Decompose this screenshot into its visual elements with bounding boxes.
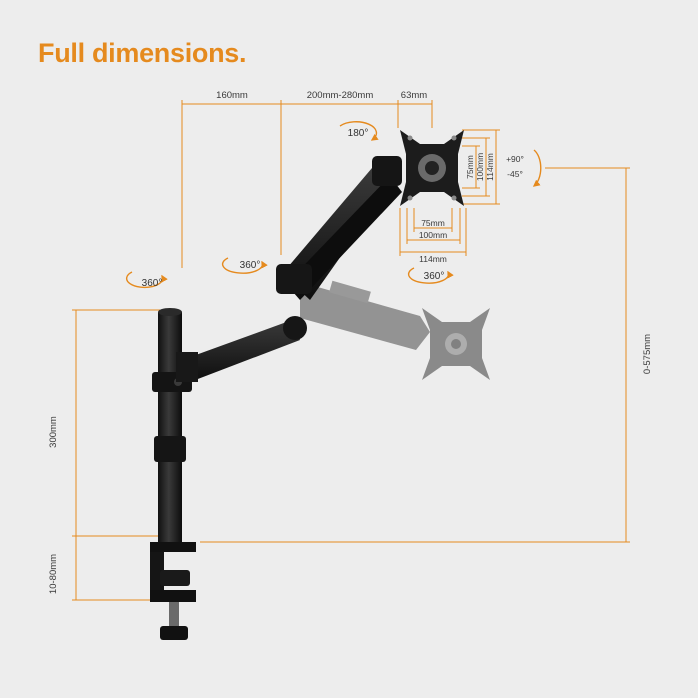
tilt-down-label: -45° <box>507 169 523 179</box>
rotation-screen-label: 180° <box>348 128 369 139</box>
dim-160: 160mm <box>216 90 248 101</box>
desk-clamp <box>150 542 196 640</box>
dim-63: 63mm <box>401 90 427 101</box>
rotation-pole-label: 360° <box>142 278 163 289</box>
vesa-horizontal-lines <box>399 208 467 256</box>
rotation-head-label: 360° <box>424 271 445 282</box>
vesa-v-75: 75mm <box>465 155 475 179</box>
vesa-v-100: 100mm <box>475 153 485 181</box>
vesa-v-114: 114mm <box>485 153 495 181</box>
vesa-plate <box>400 130 464 206</box>
dim-height: 0-575mm <box>642 334 653 374</box>
page-title: Full dimensions. <box>38 38 247 68</box>
vesa-vertical-lines <box>462 129 500 205</box>
lower-arm <box>176 316 307 382</box>
dimension-lines <box>72 100 630 601</box>
rotation-icon-arm: 360° <box>221 257 268 274</box>
rotation-icon-pole: 360° <box>125 271 168 289</box>
tilt-icon: +90° -45° <box>506 149 542 187</box>
vesa-h-75: 75mm <box>421 218 445 228</box>
vesa-h-114: 114mm <box>419 254 447 264</box>
dim-300: 300mm <box>48 416 59 448</box>
rotation-arm-label: 360° <box>240 260 261 271</box>
rotation-icon-screen: 180° <box>339 121 379 141</box>
arm-ghost-position <box>300 280 490 380</box>
gas-spring-arm <box>276 156 402 300</box>
tilt-up-label: +90° <box>506 154 524 164</box>
mount-pole <box>152 308 192 542</box>
dim-clamp: 10-80mm <box>48 554 59 594</box>
rotation-icon-head: 360° <box>407 267 454 284</box>
dim-200-280: 200mm-280mm <box>307 90 374 101</box>
vesa-h-100: 100mm <box>419 230 447 240</box>
